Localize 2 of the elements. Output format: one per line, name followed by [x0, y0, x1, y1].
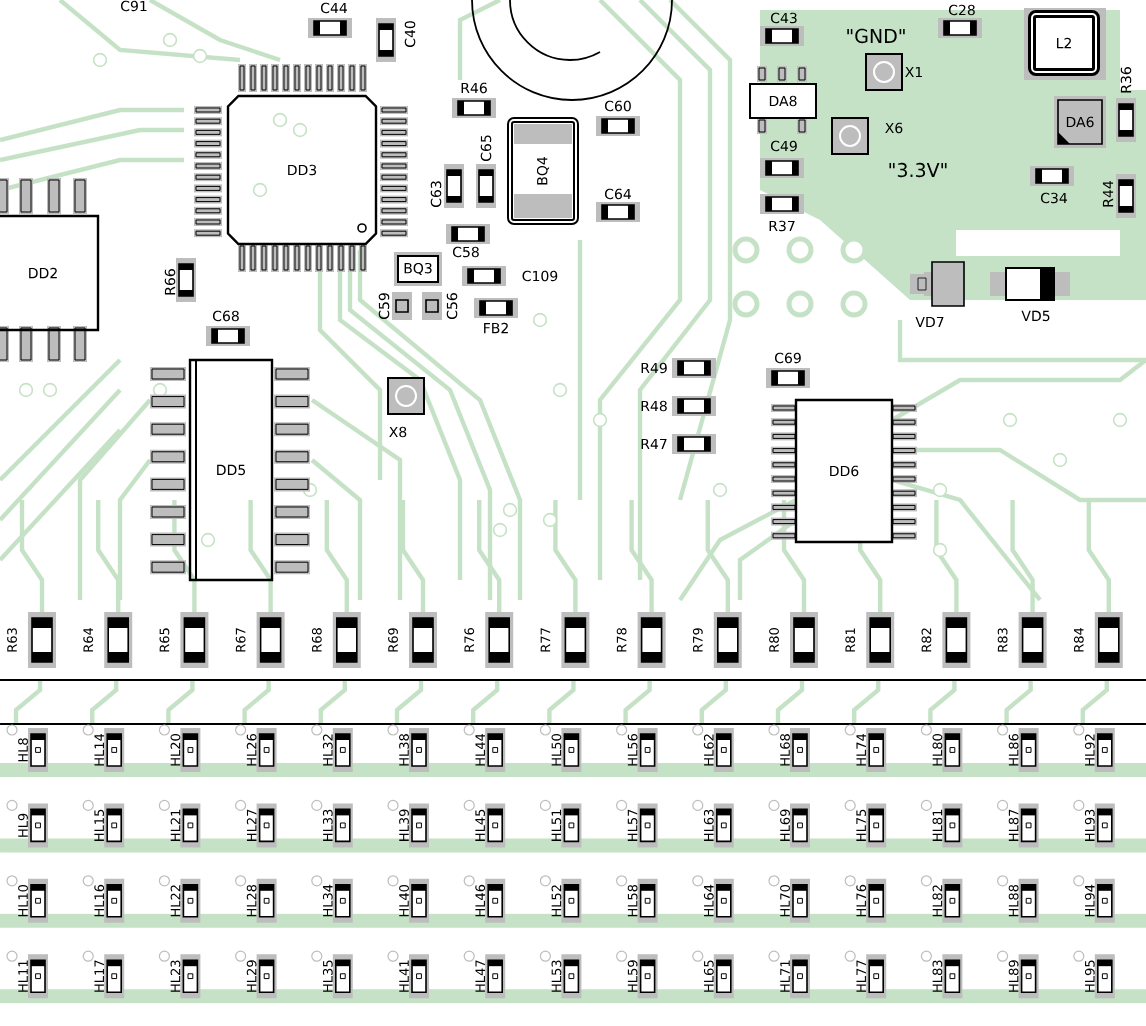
part-label: "3.3V" — [889, 162, 947, 178]
part-label: "GND" — [847, 28, 905, 44]
